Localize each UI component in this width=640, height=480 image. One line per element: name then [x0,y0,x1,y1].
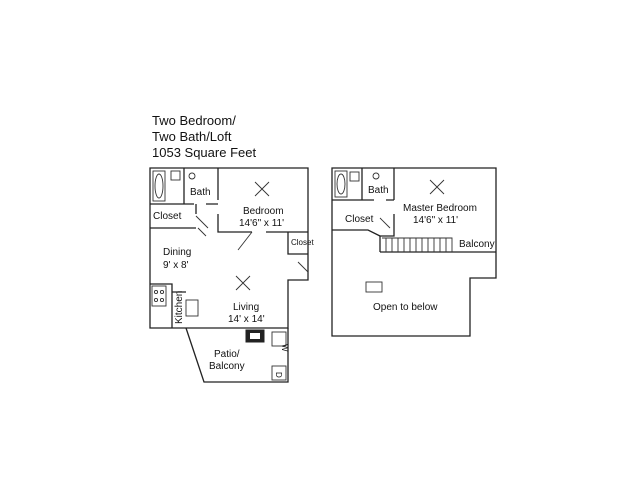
bedroom-size: 14'6" x 11' [239,218,284,229]
plan-title: Two Bedroom/ Two Bath/Loft 1053 Square F… [152,113,256,161]
dryer-label: D [274,372,283,378]
closet-label-left: Closet [153,211,182,222]
master-bedroom-walls [379,168,395,252]
burner-3 [153,297,159,303]
patio-label-line2: Balcony [209,361,245,372]
bathtub-basin-1f [154,173,164,199]
sink-2f [372,172,380,180]
toilet-1f [170,170,181,181]
closet-left-door [195,215,209,237]
kitchen-label: Kitchen [174,291,185,324]
burner-1 [153,289,159,295]
kitchen-sink [185,299,199,317]
open-to-below-label: Open to below [373,302,438,313]
ceiling-fan-icon [235,275,251,291]
closet-label-2f: Closet [345,214,374,225]
closet-door-2f [379,217,391,229]
bath-label-1f: Bath [190,187,211,198]
first-floor-plan: Bath Bedroom 14'6" x 11' Closet Closet D… [149,167,314,383]
dryer [271,365,287,381]
master-bedroom-label: Master Bedroom [403,203,477,214]
bedroom-door [237,231,253,251]
living-size: 14' x 14' [228,314,265,325]
first-floor-outline [149,167,309,329]
bath-label-2f: Bath [368,185,389,196]
closet-label-right: Closet [291,238,314,247]
kitchen-walls [150,283,186,328]
dining-label: Dining [163,247,191,258]
burner-2 [159,289,165,295]
bath-walls [150,168,218,205]
washer [271,331,287,347]
bedroom-label: Bedroom [243,206,284,217]
title-line-1: Two Bedroom/ [152,113,236,128]
fireplace-opening [250,333,260,339]
ceiling-fan-icon [254,181,270,197]
balcony-label-2f: Balcony [459,239,495,250]
second-floor-outline [331,167,497,337]
burner-4 [159,297,165,303]
closet-walls-2f [332,229,381,237]
ceiling-fan-icon [429,179,445,195]
living-label: Living [233,302,259,313]
title-line-3: 1053 Square Feet [152,145,257,160]
bathtub-1f [152,170,166,202]
bedroom-walls [217,168,308,233]
washer-label: W [280,344,289,352]
bathtub-basin-2f [336,173,346,195]
title-line-2: Two Bath/Loft [152,129,232,144]
loft-fixture [365,281,383,293]
closet-right-walls [287,232,308,255]
patio-label-line1: Patio/ [214,349,240,360]
master-bedroom-size: 14'6" x 11' [413,215,458,226]
patio-outline [185,327,289,383]
second-floor-plan: Bath Closet Master Bedroom 14'6" x 11' B… [331,167,497,337]
bathtub-2f [334,170,348,198]
closet-left-walls [150,204,197,229]
staircase [382,237,453,252]
dining-size: 9' x 8' [163,260,189,271]
toilet-2f [349,171,360,182]
closet-right-door [297,261,309,273]
bath-walls-2f [332,168,394,201]
sink-1f [188,172,196,180]
stove [151,285,167,307]
